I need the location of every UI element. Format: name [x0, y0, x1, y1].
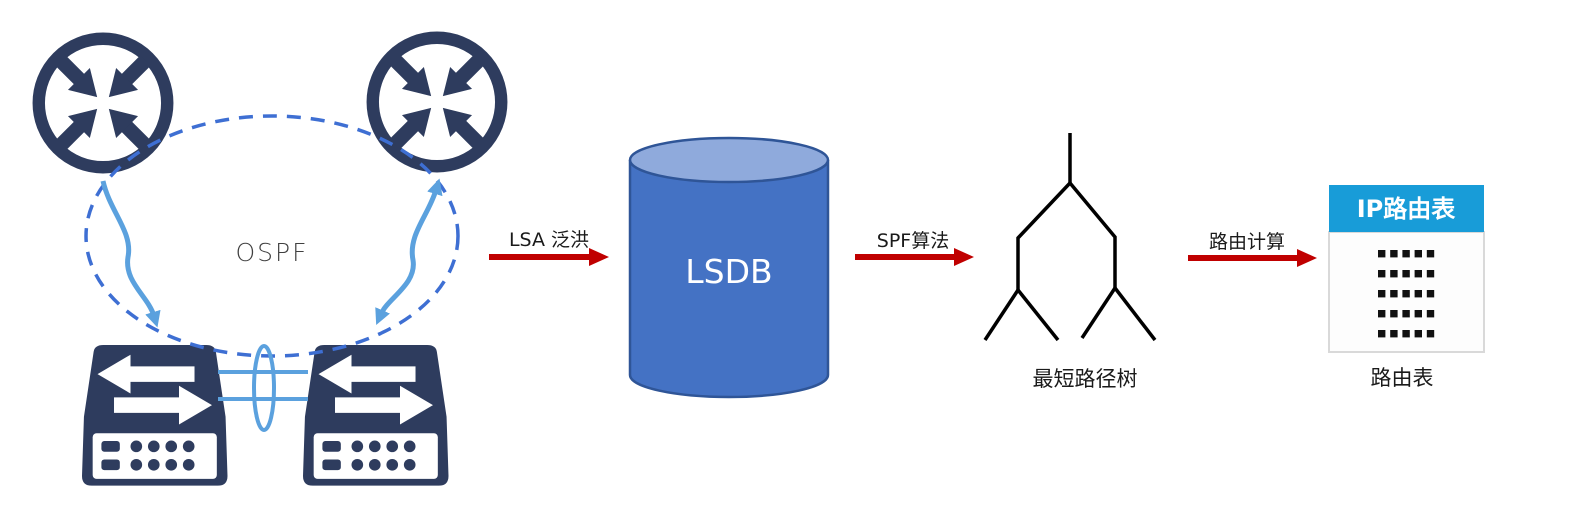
lsa-exchange-curve-right: [375, 178, 443, 325]
routing-table-entries: [1378, 250, 1435, 338]
route-entry-dot: [1378, 270, 1386, 278]
route-entry-dot: [1426, 250, 1435, 258]
switch-icon: [82, 345, 228, 486]
route-entry-dot: [1390, 270, 1398, 278]
routing-table-header: [1329, 185, 1484, 232]
route-entry-dot: [1426, 270, 1435, 278]
lsdb-cylinder: LSDB: [628, 136, 830, 399]
spf-label: SPF算法: [877, 230, 949, 252]
route-entry-dot: [1390, 250, 1398, 258]
route-entry-dot: [1402, 330, 1410, 338]
route-entry-dot: [1390, 290, 1398, 298]
route-entry-dot: [1378, 250, 1386, 258]
lsa-flooding-arrow: LSA 泛洪: [489, 229, 609, 266]
route-entry-dot: [1414, 270, 1422, 278]
route-entry-dot: [1378, 290, 1386, 298]
cylinder-body: [628, 160, 830, 399]
route-entry-dot: [1414, 330, 1422, 338]
routing-table: IP路由表 路由表: [1328, 185, 1485, 390]
cylinder-top: [628, 136, 830, 184]
ospf-area: OSPF: [39, 38, 501, 486]
route-entry-dot: [1402, 290, 1410, 298]
route-entry-dot: [1414, 290, 1422, 298]
route-calc-arrow: 路由计算: [1188, 231, 1317, 267]
route-entry-dot: [1414, 250, 1422, 258]
lsa-flooding-label: LSA 泛洪: [509, 229, 589, 251]
routing-table-caption: 路由表: [1371, 366, 1434, 390]
tree-branch: [1068, 181, 1117, 288]
route-entry-dot: [1378, 330, 1386, 338]
route-entry-dot: [1426, 310, 1435, 318]
spf-arrow: SPF算法: [855, 230, 974, 266]
lsdb-label: LSDB: [685, 252, 772, 291]
route-entry-dot: [1378, 310, 1386, 318]
tree-caption: 最短路径树: [1033, 367, 1138, 391]
link-aggregation-ellipse: [252, 344, 276, 432]
route-entry-dot: [1426, 290, 1435, 298]
tree-branch: [1113, 286, 1157, 342]
route-calc-label: 路由计算: [1209, 231, 1285, 253]
route-entry-dot: [1390, 310, 1398, 318]
route-entry-dot: [1402, 250, 1410, 258]
route-entry-dot: [1402, 310, 1410, 318]
tree-branch: [1016, 181, 1072, 290]
ospf-area-label: OSPF: [235, 238, 308, 267]
tree-branch: [983, 289, 1020, 341]
lsa-exchange-curve-left: [100, 180, 161, 328]
routing-table-header-label: IP路由表: [1357, 195, 1457, 223]
router-icon: [373, 38, 501, 166]
switch-icon: [303, 345, 449, 486]
route-entry-dot: [1414, 310, 1422, 318]
route-entry-dot: [1426, 330, 1435, 338]
router-icon: [39, 39, 167, 167]
tree-branch: [1016, 288, 1060, 342]
shortest-path-tree: 最短路径树: [983, 133, 1157, 391]
tree-branch: [1080, 287, 1117, 339]
route-entry-dot: [1390, 330, 1398, 338]
route-entry-dot: [1402, 270, 1410, 278]
